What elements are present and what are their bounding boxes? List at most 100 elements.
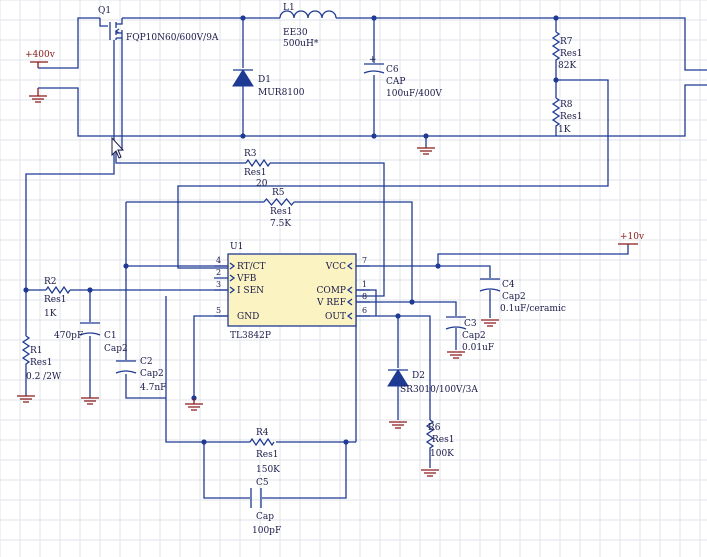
diode-d1[interactable]: D1 MUR8100 (232, 69, 305, 98)
ground-symbol (389, 421, 407, 429)
ic-u1[interactable]: U1 TL3842P 4 2 3 5 7 1 8 6 RT/CT VFB I S… (214, 242, 370, 341)
u1-pin6-num: 6 (362, 306, 367, 315)
c4-type: Cap2 (502, 292, 526, 302)
r5-value: 7.5K (270, 219, 291, 229)
ground-symbol (81, 397, 99, 405)
r6-ref: R6 (428, 423, 441, 433)
ground-symbol (421, 469, 439, 477)
junctions (23, 15, 559, 445)
r2-value: 1K (44, 309, 57, 319)
d2-ref: D2 (412, 371, 425, 381)
ground-symbol (29, 88, 47, 103)
resistor-r8[interactable]: R8 Res1 1K (551, 97, 582, 135)
c3-type: Cap2 (462, 331, 486, 341)
u1-pin-isen: I SEN (237, 286, 264, 296)
c4-ref: C4 (502, 280, 515, 290)
r4-value: 150K (256, 465, 280, 475)
mouse-pointer-icon (111, 136, 125, 159)
u1-pin-out: OUT (325, 312, 346, 322)
l1-ref: L1 (283, 3, 295, 13)
u1-ref: U1 (230, 242, 243, 252)
capacitor-c6[interactable]: + C6 CAP 100uF/400V (363, 55, 442, 99)
ground-symbol (447, 351, 465, 359)
u1-pin1-num: 1 (362, 280, 367, 289)
u1-part: TL3842P (230, 331, 271, 341)
r4-type: Res1 (256, 450, 278, 460)
power-400v-label: +400v (25, 50, 56, 60)
c5-type: Cap (256, 512, 274, 522)
r7-type: Res1 (560, 49, 582, 59)
u1-pin-comp: COMP (316, 286, 346, 296)
u1-pin-gnd: GND (237, 312, 259, 322)
capacitor-c2[interactable]: C2 Cap2 4.7nF (115, 357, 166, 393)
r3-type: Res1 (244, 168, 266, 178)
u1-pin4-num: 4 (216, 256, 221, 265)
d2-value: SR3010/100V/3A (400, 385, 478, 395)
u1-pin-vfb: VFB (236, 274, 257, 284)
d1-value: MUR8100 (258, 88, 305, 98)
ground-symbol (481, 319, 499, 327)
c1-value: 470pF (54, 331, 83, 341)
u1-pin-vref: V REF (316, 298, 346, 308)
resistor-r7[interactable]: R7 Res1 82K (551, 31, 582, 71)
r1-type: Res1 (30, 358, 52, 368)
resistor-r1[interactable]: R1 Res1 0.2 /2W (21, 335, 62, 382)
power-10v[interactable]: +10v (618, 232, 645, 245)
ground-symbols (17, 88, 499, 477)
c1-type: Cap2 (104, 344, 128, 354)
inductor-l1[interactable]: L1 EE30 500uH* (279, 3, 337, 49)
diode-d2[interactable]: D2 SR3010/100V/3A (387, 369, 478, 395)
r7-value: 82K (558, 61, 576, 71)
c6-value: 100uF/400V (386, 89, 442, 99)
c2-value: 4.7nF (140, 383, 166, 393)
r3-value: 20 (256, 179, 268, 189)
c5-ref: C5 (256, 478, 269, 488)
u1-pin-rtct: RT/CT (237, 262, 266, 272)
u1-pin5-num: 5 (216, 306, 221, 315)
capacitor-c1[interactable]: C1 Cap2 470pF (54, 322, 128, 354)
r5-ref: R5 (272, 188, 285, 198)
q1-ref: Q1 (98, 6, 111, 16)
capacitor-c5[interactable]: C5 Cap 100pF (250, 478, 281, 536)
u1-pin2-num: 2 (216, 268, 221, 277)
r1-ref: R1 (30, 346, 43, 356)
power-400v[interactable]: +400v (25, 50, 56, 68)
resistor-r5[interactable]: R5 Res1 7.5K (263, 188, 295, 229)
c4-value: 0.1uF/ceramic (500, 304, 566, 314)
resistor-r3[interactable]: R3 Res1 20 (244, 149, 271, 189)
c2-type: Cap2 (140, 369, 164, 379)
c6-type: CAP (386, 77, 405, 87)
power-10v-label: +10v (620, 232, 645, 242)
r2-type: Res1 (44, 295, 66, 305)
r5-type: Res1 (270, 207, 292, 217)
r1-value: 0.2 /2W (26, 372, 62, 382)
u1-pin8-num: 8 (362, 292, 367, 301)
q1-value: FQP10N60/600V/9A (126, 33, 219, 43)
r2-ref: R2 (44, 277, 57, 287)
svg-text:+: + (369, 55, 377, 65)
r8-ref: R8 (560, 100, 573, 110)
r8-value: 1K (558, 125, 571, 135)
l1-value: 500uH* (283, 39, 319, 49)
resistor-r4[interactable]: R4 Res1 150K (249, 428, 280, 475)
capacitor-c3[interactable]: C3 Cap2 0.01uF (445, 316, 494, 353)
resistor-r2[interactable]: R2 Res1 1K (44, 277, 71, 319)
u1-pin3-num: 3 (216, 280, 221, 289)
ic-u1-body (227, 253, 357, 327)
c6-ref: C6 (386, 65, 399, 75)
d1-ref: D1 (258, 75, 271, 85)
ground-symbol (417, 147, 435, 155)
r7-ref: R7 (560, 37, 573, 47)
wires (25, 17, 707, 499)
capacitor-c4[interactable]: C4 Cap2 0.1uF/ceramic (479, 278, 566, 314)
c1-ref: C1 (104, 331, 117, 341)
r6-type: Res1 (432, 435, 454, 445)
ground-symbol (17, 395, 35, 403)
c3-value: 0.01uF (462, 343, 494, 353)
u1-pin-vcc: VCC (325, 262, 346, 272)
r4-ref: R4 (256, 428, 269, 438)
resistor-r6[interactable]: R6 Res1 100K (425, 419, 454, 459)
mosfet-q1[interactable]: Q1 FQP10N60/600V/9A (98, 6, 219, 43)
r6-value: 100K (430, 449, 454, 459)
